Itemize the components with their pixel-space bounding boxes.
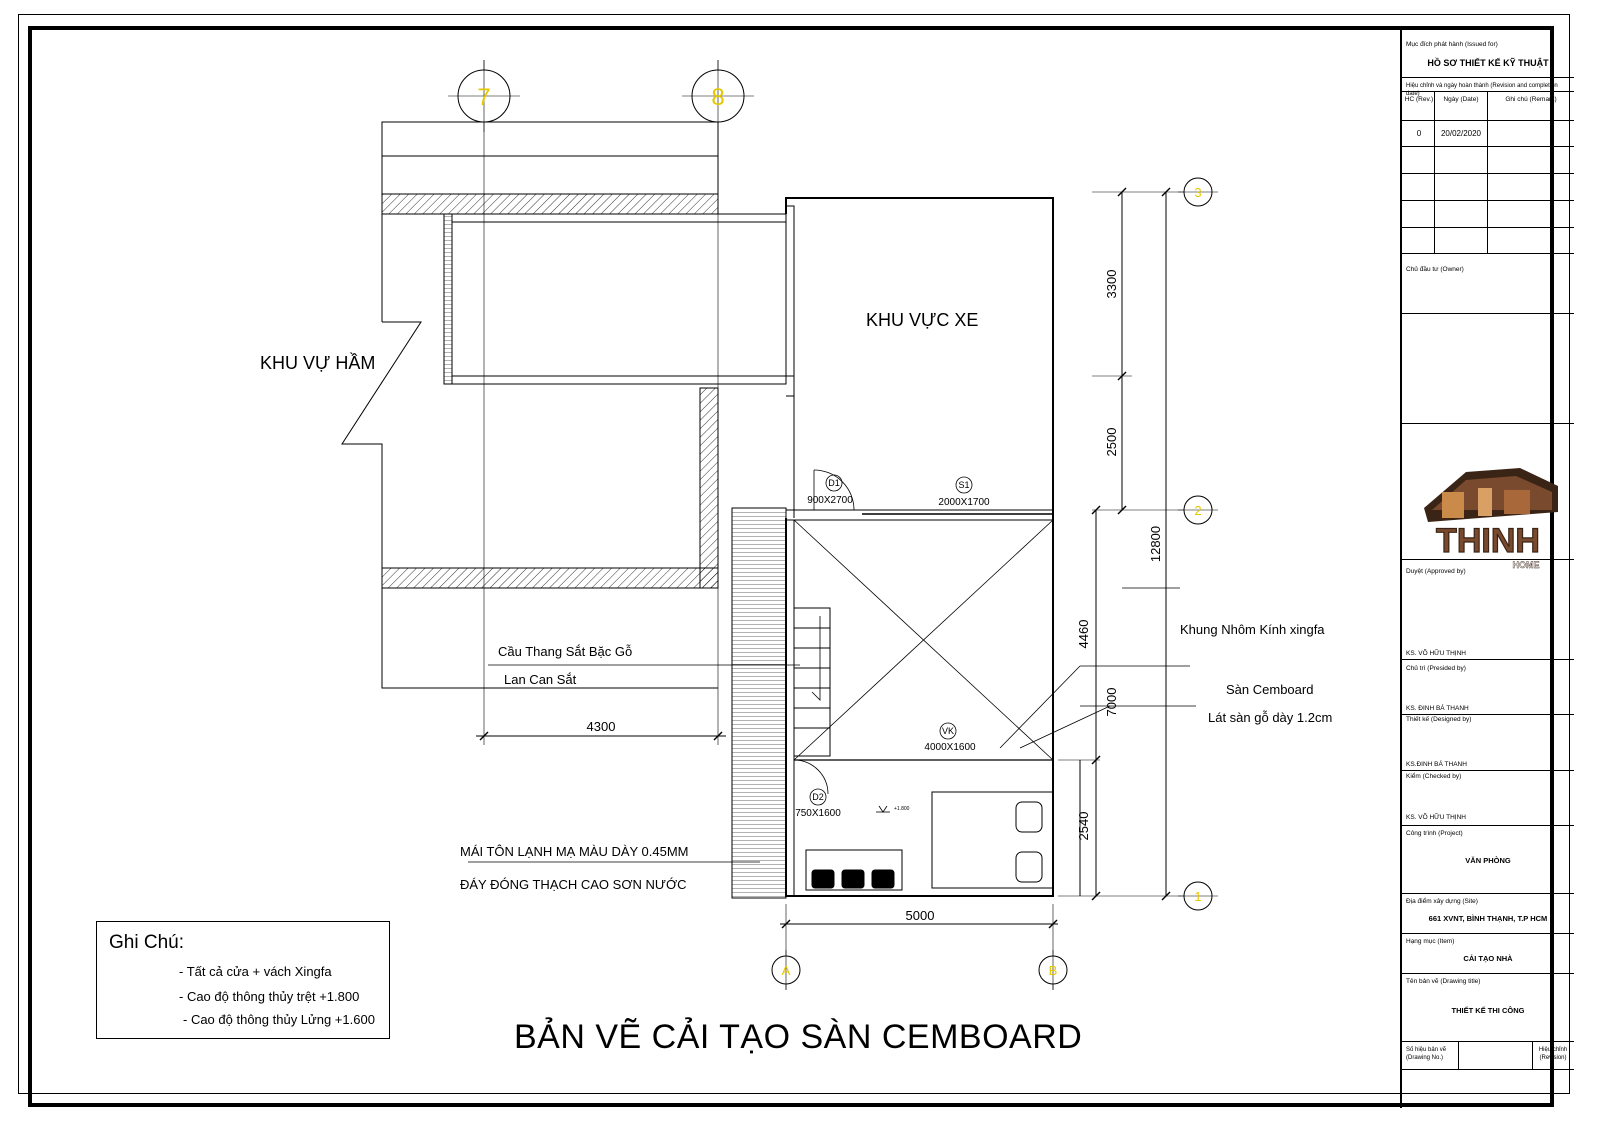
grid-label-b: B [1049,963,1058,978]
grid-label-7: 7 [477,84,490,111]
hatched-wall-right [699,387,719,589]
tb-drawing-title-value: THIẾT KẾ THI CÔNG [1451,1006,1525,1015]
bed [931,791,1054,889]
tb-site-label: Địa điểm xây dựng (Site) [1406,898,1478,905]
outer-frame [18,14,1570,1094]
tag-d1: D1 [828,478,840,488]
hatched-wall-top [381,193,719,215]
tb-col-rev: HC (Rev.) [1404,96,1434,103]
tb-project-value: VĂN PHÒNG [1465,856,1511,865]
tb-revision-table: HC (Rev.) Ngày (Date) Ghi chú (Remark) 0… [1402,92,1574,254]
size-s1: 2000X1700 [938,497,990,508]
size-d1: 900X2700 [807,495,853,506]
tag-s1: S1 [958,480,969,490]
callout-floor-2: Lát sàn gỗ dày 1.2cm [1208,710,1332,725]
callout-floor-1: Sàn Cemboard [1226,682,1313,697]
note-2: - Cao độ thông thủy trệt +1.800 [179,989,360,1004]
note-3: - Cao độ thông thủy Lửng +1.600 [183,1012,375,1027]
notes-box: Ghi Chú: - Tất cả cửa + vách Xingfa - Ca… [96,921,390,1039]
tb-checked-label: Kiểm (Checked by) [1406,773,1462,780]
tag-d2: D2 [812,792,824,802]
tb-date-0: 20/02/2020 [1440,129,1482,138]
tb-drawing-no-label: Số hiệu bản vẽ (Drawing No.) [1406,1047,1447,1061]
notes-title: Ghi Chú: [109,932,184,953]
title-block: Mục đích phát hành (Issued for) HỒ SƠ TH… [1400,30,1574,1108]
thinh-home-logo: THINH HOME [1424,468,1558,570]
dim-7000: 7000 [1104,688,1119,717]
tb-issued-section [1402,30,1574,78]
callout-roof: MÁI TÔN LẠNH MẠ MÀU DÀY 0.45MM [460,844,689,859]
door-d2-swing [793,759,829,795]
tb-logo-section [1402,424,1574,560]
size-d2: 750X1600 [795,808,841,819]
tb-presided-label: Chủ trì (Presided by) [1406,665,1466,672]
dim-3300: 3300 [1104,270,1119,299]
tb-issued-label: Mục đích phát hành (Issued for) [1406,41,1498,48]
callout-ceiling: ĐÁY ĐÓNG THẠCH CAO SƠN NƯỚC [460,877,687,892]
grid-label-a: A [782,963,791,978]
grid-label-1: 1 [1194,889,1201,904]
label-parking: KHU VỰC XE [866,310,978,330]
logo-text: THINH [1436,522,1540,560]
tb-drawing-title-label: Tên bản vẽ (Drawing title) [1406,978,1481,985]
tb-rev-0: 0 [1416,129,1422,138]
tb-owner-label: Chủ đầu tư (Owner) [1406,266,1464,273]
logo-subtext: HOME [1513,560,1540,570]
note-1: - Tất cả cửa + vách Xingfa [179,964,332,979]
tag-vk: VK [942,726,954,736]
drawing-main-title: BẢN VẼ CẢI TẠO SÀN CEMBOARD [514,1018,1083,1056]
upper-band [381,121,719,157]
dim-5000: 5000 [906,908,935,923]
dim-2500: 2500 [1104,428,1119,457]
callout-stair: Cầu Thang Sắt Bặc Gỗ [498,644,632,659]
void-cross-2 [793,519,1054,761]
tb-approved-label: Duyệt (Approved by) [1406,568,1466,575]
dim-12800: 12800 [1148,526,1163,562]
leader-floor [999,665,1081,749]
dim-4300: 4300 [587,719,616,734]
size-vk: 4000X1600 [924,742,976,753]
tb-item-value: CẢI TẠO NHÀ [1463,954,1513,963]
tb-item-label: Hạng mục (Item) [1406,938,1455,945]
tb-col-remark: Ghi chú (Remark) [1505,96,1557,103]
tb-col-date: Ngày (Date) [1443,96,1479,103]
mezzanine-floor [793,519,1054,897]
callout-railing: Lan Can Sắt [504,672,577,687]
tb-project-label: Công trình (Project) [1406,830,1463,837]
tb-checked-name: KS. VÕ HỮU THỊNH [1406,814,1466,821]
tb-issued-value: HỒ SƠ THIẾT KẾ KỸ THUẬT [1427,58,1549,68]
tb-presided-name: KS. ĐINH BÁ THANH [1406,705,1469,712]
drawing-frame [28,26,1554,1107]
dim-2540: 2540 [1076,812,1091,841]
tb-designed-name: KS.ĐINH BÁ THANH [1406,761,1467,768]
tb-approved-name: KS. VÕ HỮU THỊNH [1406,650,1466,657]
grid-label-2: 2 [1194,503,1201,518]
label-basement: KHU VỰ HẦM [260,352,375,373]
dim-4460: 4460 [1076,620,1091,649]
level-mark: +1.800 [894,806,910,812]
grid-label-8: 8 [711,84,724,111]
tb-designed-label: Thiết kế (Designed by) [1406,716,1472,723]
ramp [443,213,787,385]
tb-site-value: 661 XVNT, BÌNH THẠNH, T.P HCM [1428,914,1548,923]
grid-label-3: 3 [1194,185,1201,200]
callout-frame: Khung Nhôm Kính xingfa [1180,622,1325,637]
stair-roof-strip [731,507,787,899]
stair [793,607,831,757]
tb-revision-col-label: Hiệu chỉnh (Revision) [1538,1047,1568,1061]
tb-revision-label: Hiệu chỉnh và ngày hoàn thành (Revision … [1406,83,1558,97]
parking-walls [785,197,1054,897]
sofa [805,849,903,891]
mezzanine-edge [785,509,1054,521]
hatched-wall-bottom [381,567,719,589]
